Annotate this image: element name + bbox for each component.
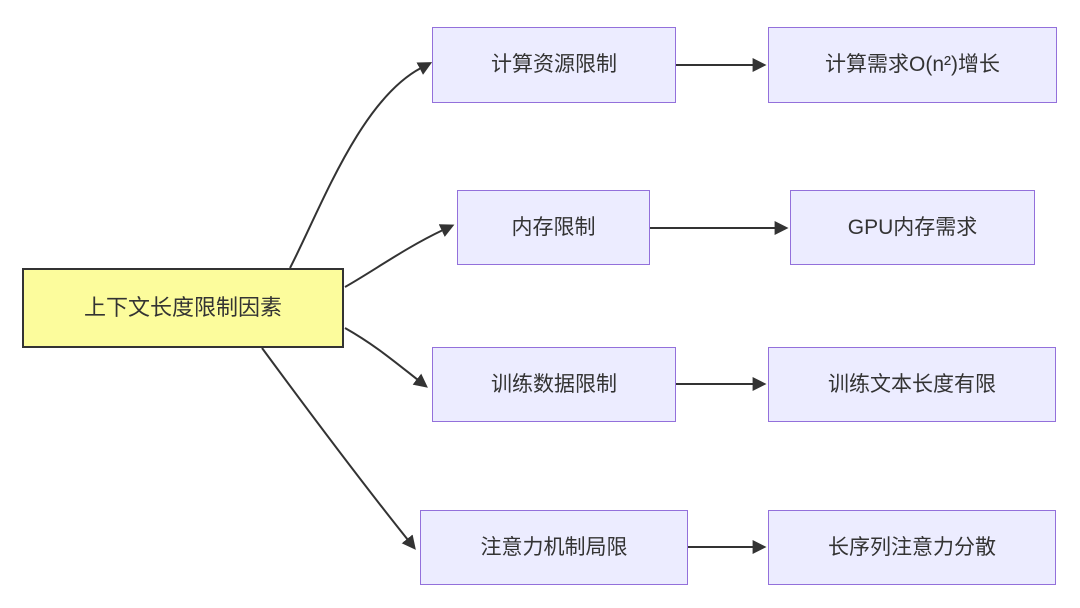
node-label: 计算需求O(n²)增长 — [825, 53, 1000, 77]
node-label: 训练数据限制 — [491, 372, 617, 396]
edge-root-to-training-data-limit — [344, 327, 428, 388]
node-compute-resource-limit: 计算资源限制 — [432, 27, 676, 103]
node-long-sequence-attention-dispersion: 长序列注意力分散 — [768, 510, 1056, 585]
edge-root-to-attention-limit — [261, 347, 416, 550]
node-label: 上下文长度限制因素 — [83, 294, 282, 320]
node-compute-demand-growth: 计算需求O(n²)增长 — [768, 27, 1057, 103]
node-label: 注意力机制局限 — [480, 535, 628, 559]
edge-root-to-compute-limit — [289, 62, 433, 269]
node-label: GPU内存需求 — [847, 215, 978, 239]
node-label: 内存限制 — [511, 215, 596, 239]
node-label: 计算资源限制 — [491, 53, 617, 77]
node-gpu-memory-demand: GPU内存需求 — [790, 190, 1035, 265]
node-label: 长序列注意力分散 — [828, 535, 996, 559]
node-memory-limit: 内存限制 — [457, 190, 650, 265]
node-training-text-length-limited: 训练文本长度有限 — [768, 347, 1056, 422]
node-label: 训练文本长度有限 — [828, 372, 996, 396]
node-training-data-limit: 训练数据限制 — [432, 347, 676, 422]
node-context-length-limit-factors: 上下文长度限制因素 — [22, 268, 344, 348]
node-attention-mechanism-limit: 注意力机制局限 — [420, 510, 688, 585]
edge-root-to-memory-limit — [344, 224, 455, 288]
